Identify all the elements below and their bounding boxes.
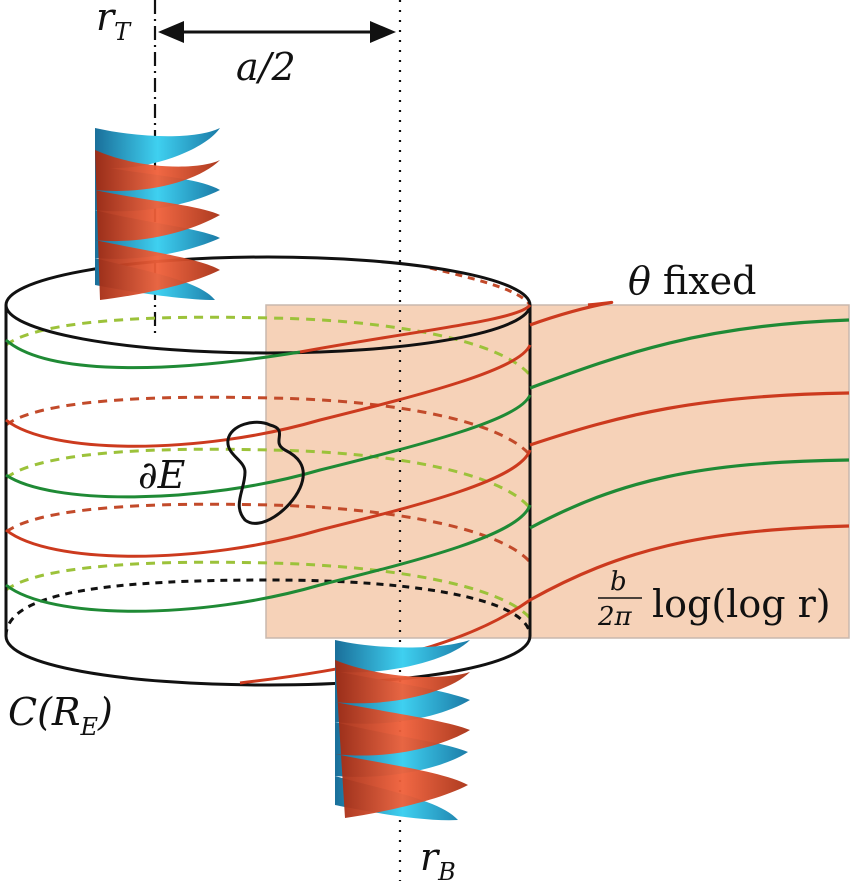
curve-formula-label: b 2π log(log r) (597, 567, 831, 632)
boundary-curve (226, 420, 305, 525)
svg-text:b: b (610, 567, 627, 597)
boundary-label: ∂E (138, 453, 186, 497)
top-axis-label: rT (96, 0, 132, 46)
separation-arrow (158, 21, 396, 43)
bottom-helicoid-icon (335, 640, 470, 821)
cylinder-label: C(RE) (8, 690, 113, 741)
top-helicoid-icon (95, 128, 220, 300)
svg-text:log(log r): log(log r) (652, 582, 831, 626)
theta-fixed-plane (265, 304, 850, 639)
bottom-axis-label: rB (420, 835, 456, 881)
cylinder-top-back-dashed (429, 266, 532, 306)
plane-curves (529, 300, 850, 602)
separation-label: a/2 (236, 45, 296, 89)
cylinder (4, 255, 532, 687)
svg-text:2π: 2π (597, 602, 633, 632)
